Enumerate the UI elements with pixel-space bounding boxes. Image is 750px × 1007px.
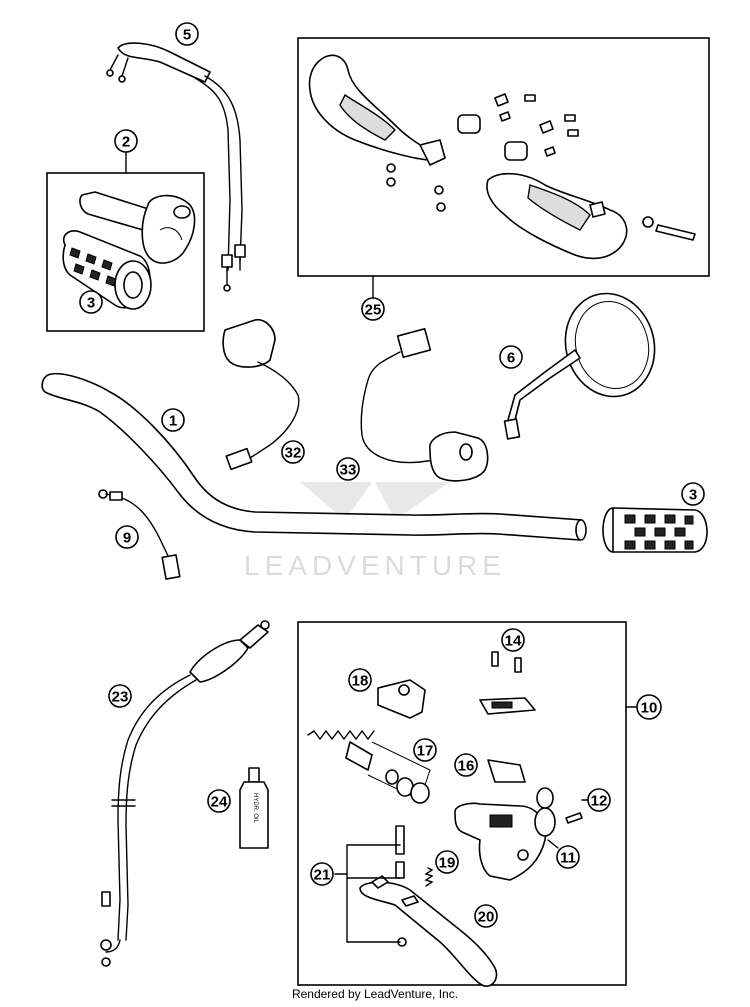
svg-text:19: 19 (439, 855, 456, 872)
svg-text:1: 1 (169, 413, 177, 430)
master-cylinder-parts (307, 651, 583, 987)
callout-19: 19 (435, 850, 459, 874)
handlebar-end (575, 519, 587, 541)
svg-text:17: 17 (417, 743, 434, 760)
callout-17: 17 (413, 738, 437, 762)
callout-20: 20 (474, 904, 498, 928)
left-handlebar-switch (222, 318, 300, 471)
callout-9: 9 (115, 525, 139, 549)
master-cylinder-box (297, 621, 627, 986)
svg-text:11: 11 (560, 850, 576, 867)
callout-32: 32 (281, 440, 305, 464)
callout-21: 21 (310, 862, 334, 886)
svg-text:LEADVENTURE: LEADVENTURE (244, 550, 506, 581)
sensor-cable (98, 489, 181, 580)
svg-text:6: 6 (507, 350, 515, 367)
svg-text:20: 20 (478, 909, 495, 926)
bottle-label: HYDR. OIL (252, 793, 258, 824)
svg-text:33: 33 (340, 462, 357, 479)
callout-10: 10 (636, 694, 662, 720)
callout-5: 5 (175, 22, 199, 46)
callout-33: 33 (336, 457, 360, 481)
callout-18: 18 (348, 668, 372, 692)
svg-text:21: 21 (314, 867, 331, 884)
callout-25: 25 (361, 297, 385, 321)
svg-text:14: 14 (505, 633, 522, 650)
svg-text:12: 12 (591, 793, 608, 810)
svg-text:16: 16 (458, 758, 475, 775)
svg-text:9: 9 (123, 530, 131, 547)
throttle-cables (106, 42, 246, 292)
handguard-box (297, 37, 710, 277)
watermark: LEADVENTURE (244, 482, 506, 581)
callout-1: 1 (161, 408, 185, 432)
callout-3-right: 3 (681, 482, 705, 506)
hydraulic-oil-bottle: HYDR. OIL (239, 767, 269, 849)
svg-text:23: 23 (112, 689, 129, 706)
throttle-grip-assembly (62, 191, 196, 310)
callout-12: 12 (587, 788, 611, 812)
callout-23: 23 (108, 684, 132, 708)
callout-16: 16 (454, 753, 478, 777)
svg-text:5: 5 (183, 27, 191, 44)
callout-2: 2 (114, 129, 138, 153)
right-handlebar-switch (360, 327, 489, 482)
svg-text:25: 25 (365, 302, 382, 319)
svg-text:18: 18 (352, 673, 369, 690)
svg-text:3: 3 (87, 295, 95, 312)
callout-14: 14 (501, 628, 525, 652)
callout-24: 24 (207, 789, 231, 813)
svg-text:24: 24 (211, 794, 228, 811)
leader-lines (125, 151, 637, 875)
footer-credit: Rendered by LeadVenture, Inc. (291, 987, 459, 1001)
svg-text:10: 10 (641, 700, 658, 717)
callout-6: 6 (499, 345, 523, 369)
svg-text:2: 2 (122, 134, 130, 151)
callout-11: 11 (556, 845, 580, 869)
mirror (503, 292, 656, 440)
svg-text:3: 3 (689, 487, 697, 504)
handguards (308, 54, 696, 260)
handlebar (41, 372, 583, 541)
brake-line (100, 620, 270, 967)
right-grip (602, 507, 708, 553)
callout-3-left: 3 (79, 290, 103, 314)
svg-text:32: 32 (285, 445, 302, 462)
